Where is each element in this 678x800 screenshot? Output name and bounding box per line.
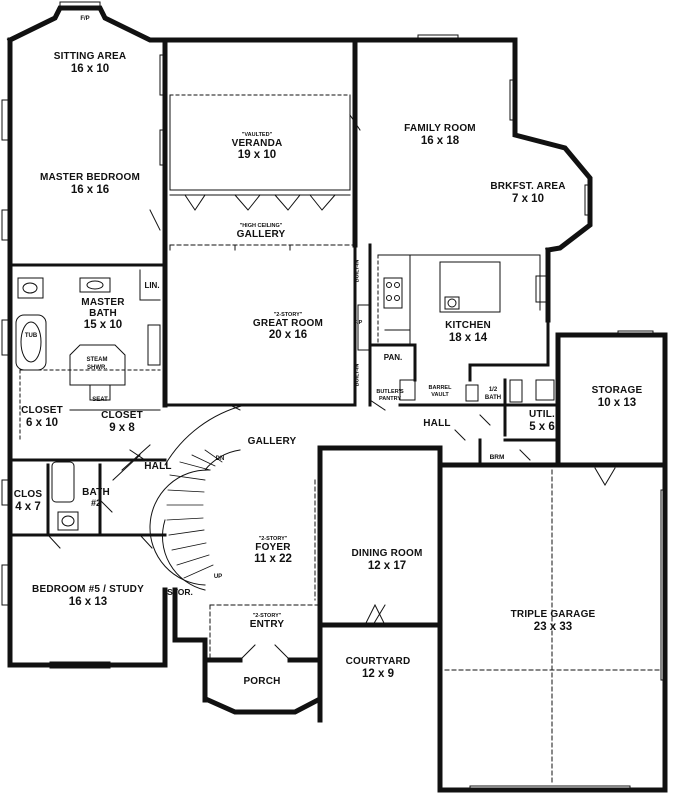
butlers-pantry-label: PANTRY bbox=[379, 396, 401, 402]
hall-right: HALL bbox=[423, 418, 451, 430]
room-breakfast-area: BRKFST. AREA 7 x 10 bbox=[490, 181, 566, 205]
vault-label: VAULT bbox=[431, 392, 449, 398]
room-note: "2-STORY" bbox=[252, 613, 282, 619]
room-dims: #2 bbox=[90, 497, 101, 508]
room-name: BRKFST. AREA bbox=[490, 181, 566, 192]
half-bath-label-2: BATH bbox=[484, 395, 502, 401]
gallery-lower: GALLERY bbox=[247, 436, 297, 448]
room-closet-a: CLOSET 6 x 10 bbox=[21, 405, 63, 429]
room-name: STORAGE bbox=[591, 385, 643, 396]
room-name: CLOSET bbox=[101, 410, 143, 421]
hall-left: HALL bbox=[144, 461, 172, 473]
room-name: CLOSET bbox=[21, 405, 63, 416]
room-sitting-area: SITTING AREA 16 x 10 bbox=[53, 51, 127, 75]
room-name: CLOS bbox=[13, 489, 43, 500]
room-master-bath: MASTER BATH 15 x 10 bbox=[81, 297, 125, 331]
room-name: MASTER bbox=[81, 297, 125, 308]
tub-label: TUB bbox=[24, 333, 38, 339]
room-utility: UTIL. 5 x 6 bbox=[529, 409, 555, 433]
room-dims: 12 x 17 bbox=[367, 559, 407, 572]
shower-label: SHWR. bbox=[87, 365, 107, 371]
broom-closet-label: BRM bbox=[489, 454, 505, 461]
room-name: FOYER bbox=[255, 541, 291, 553]
room-foyer: "2-STORY" FOYER 11 x 22 bbox=[254, 536, 292, 566]
room-dims: 16 x 18 bbox=[420, 134, 460, 147]
barrel-label: BARREL bbox=[428, 385, 452, 391]
room-dims: 15 x 10 bbox=[83, 319, 123, 331]
room-storage: STORAGE 10 x 13 bbox=[591, 385, 643, 409]
built-in-label-1: BUILT-IN bbox=[354, 259, 361, 283]
room-name: KITCHEN bbox=[445, 320, 491, 331]
room-dims: 12 x 9 bbox=[362, 667, 394, 680]
room-dims: 18 x 14 bbox=[448, 331, 488, 344]
room-master-bedroom: MASTER BEDROOM 16 x 16 bbox=[39, 172, 141, 196]
room-name: COURTYARD bbox=[345, 656, 411, 667]
room-name: ENTRY bbox=[249, 618, 285, 630]
room-name: BATH bbox=[82, 487, 110, 498]
room-dims: 20 x 16 bbox=[268, 329, 308, 342]
room-name: PORCH bbox=[243, 676, 281, 687]
room-dims: 5 x 6 bbox=[529, 420, 555, 433]
storage-closet-label: STOR. bbox=[167, 587, 193, 597]
room-note: "VAULTED" bbox=[241, 132, 273, 138]
pantry-label: PAN. bbox=[383, 353, 403, 362]
stair-down-label: DN bbox=[215, 456, 225, 462]
room-name: HALL bbox=[144, 461, 172, 472]
room-family-room: FAMILY ROOM 16 x 18 bbox=[404, 123, 476, 147]
room-name: FAMILY ROOM bbox=[404, 123, 476, 134]
room-name: MASTER BEDROOM bbox=[39, 172, 141, 183]
room-porch: PORCH bbox=[243, 676, 281, 688]
room-dims: 19 x 10 bbox=[237, 149, 277, 162]
room-dims: 10 x 13 bbox=[597, 396, 637, 409]
room-kitchen: KITCHEN 18 x 14 bbox=[445, 320, 491, 344]
room-dims: 6 x 10 bbox=[26, 416, 58, 429]
room-name: VERANDA bbox=[231, 137, 283, 149]
room-name: UTIL. bbox=[529, 409, 555, 420]
room-name: HALL bbox=[423, 418, 451, 429]
butlers-label: BUTLER'S bbox=[376, 389, 404, 395]
room-name: SITTING AREA bbox=[53, 51, 127, 62]
room-name-2: BATH bbox=[89, 307, 117, 319]
room-note: "HIGH CEILING" bbox=[239, 223, 283, 229]
room-bedroom-5: BEDROOM #5 / STUDY 16 x 13 bbox=[32, 584, 144, 608]
room-entry: "2-STORY" ENTRY bbox=[249, 613, 285, 630]
steam-label: STEAM bbox=[86, 357, 108, 363]
room-dims: 16 x 10 bbox=[70, 62, 110, 75]
room-dims: 16 x 13 bbox=[68, 595, 108, 608]
room-name: BEDROOM #5 / STUDY bbox=[32, 584, 144, 595]
room-note: "2-STORY" bbox=[258, 536, 288, 542]
room-dims: 4 x 7 bbox=[15, 500, 41, 513]
room-veranda: "VAULTED" VERANDA 19 x 10 bbox=[231, 132, 283, 162]
linen-label: LIN. bbox=[144, 281, 160, 290]
room-name: GALLERY bbox=[236, 228, 286, 240]
room-name: GREAT ROOM bbox=[252, 317, 324, 329]
stair-up-label: UP bbox=[213, 574, 223, 580]
fireplace-label-top: F/P bbox=[80, 16, 90, 22]
room-dims: 9 x 8 bbox=[109, 421, 135, 434]
room-name: TRIPLE GARAGE bbox=[510, 609, 596, 620]
seat-label: SEAT bbox=[92, 397, 108, 403]
interior-walls bbox=[8, 38, 560, 537]
built-in-label-2: BUILT-IN bbox=[354, 363, 361, 387]
room-triple-garage: TRIPLE GARAGE 23 x 33 bbox=[510, 609, 596, 633]
room-dims: 16 x 16 bbox=[70, 183, 110, 196]
room-dims: 23 x 33 bbox=[533, 620, 573, 633]
half-bath-label: 1/2 bbox=[488, 387, 498, 393]
room-bath-2: BATH #2 bbox=[82, 487, 110, 508]
fixtures bbox=[1, 1, 668, 793]
exterior-walls bbox=[6, 5, 668, 793]
room-name: DINING ROOM bbox=[351, 548, 423, 559]
room-dims: 11 x 22 bbox=[254, 553, 292, 566]
room-great-room: "2-STORY" GREAT ROOM 20 x 16 bbox=[252, 312, 324, 342]
room-clos: CLOS 4 x 7 bbox=[13, 489, 43, 513]
room-name: GALLERY bbox=[247, 436, 297, 447]
fireplace-label-great-room: F/P bbox=[353, 320, 363, 326]
room-dims: 7 x 10 bbox=[512, 192, 544, 205]
room-courtyard: COURTYARD 12 x 9 bbox=[345, 656, 411, 680]
room-dining-room: DINING ROOM 12 x 17 bbox=[351, 548, 423, 572]
room-gallery-upper: "HIGH CEILING" GALLERY bbox=[236, 223, 286, 240]
room-note: "2-STORY" bbox=[273, 312, 303, 318]
room-closet-b: CLOSET 9 x 8 bbox=[101, 410, 143, 434]
